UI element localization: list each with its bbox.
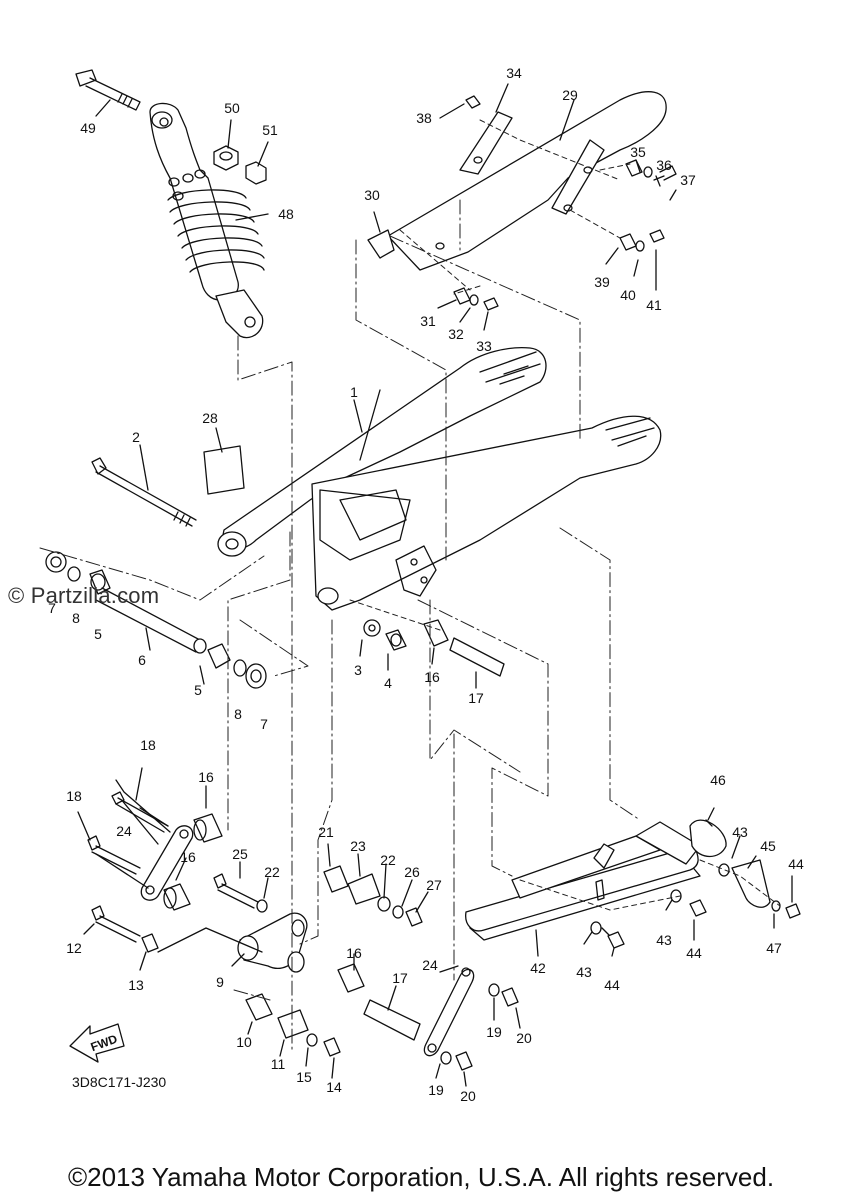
swingarm [217,346,662,611]
callout-22-left: 22 [264,864,280,880]
callout-35: 35 [630,144,646,160]
callout-45: 45 [760,838,776,854]
callout-24-lower: 24 [422,957,438,973]
callout-10: 10 [236,1034,252,1050]
callout-43-mid: 43 [656,932,672,948]
callout-29: 29 [562,87,578,103]
callout-13: 13 [128,977,144,993]
callout-8-left: 8 [72,610,80,626]
callout-19-low: 19 [428,1082,444,1098]
callout-7-left: 7 [48,600,56,616]
bolt-49-drawing [75,69,141,111]
reference-lines [39,199,641,1051]
callout-15: 15 [296,1069,312,1085]
relay-arm-9 [231,912,308,973]
callout-36: 36 [656,157,672,173]
callout-46: 46 [710,772,726,788]
lower-collars [245,993,341,1079]
callout-16-top: 16 [424,669,440,685]
rear-shock-absorber [75,69,269,339]
callout-12: 12 [66,940,82,956]
pivot-collars-right [359,619,505,689]
callout-43-right: 43 [732,824,748,840]
callout-37: 37 [680,172,696,188]
callout-30: 30 [364,187,380,203]
dashed-lines [349,119,781,911]
callout-8-right: 8 [234,706,242,722]
left-collars [45,551,267,689]
callout-44-left: 44 [604,977,620,993]
callout-21: 21 [318,824,334,840]
callout-6: 6 [138,652,146,668]
connecting-rod-24-upper [95,779,194,901]
callout-20-right: 20 [516,1030,532,1046]
callout-9: 9 [216,974,224,990]
callout-16-low: 16 [346,945,362,961]
callout-1: 1 [350,384,358,400]
callout-51: 51 [262,122,278,138]
callout-43-left: 43 [576,964,592,980]
callout-39: 39 [594,274,610,290]
callout-49: 49 [80,120,96,136]
callout-42: 42 [530,960,546,976]
small-collars-center [323,843,429,927]
callout-22-right: 22 [380,852,396,868]
callout-32: 32 [448,326,464,342]
callout-18-top: 18 [140,737,156,753]
chain-case-42 [465,807,801,957]
callout-40: 40 [620,287,636,303]
bolt-18 [77,767,169,875]
callout-3: 3 [354,662,362,678]
chain-case-29 [367,83,677,331]
callout-7-right: 7 [260,716,268,732]
callout-44-right: 44 [788,856,804,872]
callout-50: 50 [224,100,240,116]
connecting-rod-24-lower [337,953,521,1087]
shock-spring [167,189,265,273]
callout-16-left: 16 [198,769,214,785]
callout-23: 23 [350,838,366,854]
callout-27: 27 [426,877,442,893]
callout-20-low: 20 [460,1088,476,1104]
callout-28: 28 [202,410,218,426]
callout-24-upper: 24 [116,823,132,839]
callout-4: 4 [384,675,392,691]
callout-38: 38 [416,110,432,126]
callout-16-mid: 16 [180,849,196,865]
callout-33: 33 [476,338,492,354]
callout-5-left: 5 [94,626,102,642]
partzilla-watermark: © Partzilla.com [8,583,160,608]
callout-14: 14 [326,1079,342,1095]
callout-26: 26 [404,864,420,880]
callout-5-right: 5 [194,682,202,698]
callout-2: 2 [132,429,140,445]
bolt-25-22 [213,861,269,913]
copyright-notice: ©2013 Yamaha Motor Corporation, U.S.A. A… [67,1162,775,1192]
callout-19-right: 19 [486,1024,502,1040]
callout-31: 31 [420,313,436,329]
callout-25: 25 [232,846,248,862]
diagram-part-code: 3D8C171-J230 [72,1074,167,1090]
callout-11: 11 [270,1056,286,1072]
fwd-arrow-icon [69,1023,125,1063]
callout-44-mid: 44 [686,945,702,961]
bushings-left [163,785,223,911]
label-28 [203,427,245,495]
callout-17-low: 17 [392,970,408,986]
pivot-shaft-2 [91,444,197,527]
callout-48: 48 [278,206,294,222]
callout-17-top: 17 [468,690,484,706]
callout-41: 41 [646,297,662,313]
bolt-12-13 [83,905,263,971]
callout-18-left: 18 [66,788,82,804]
callout-34: 34 [506,65,522,81]
callout-47: 47 [766,940,782,956]
